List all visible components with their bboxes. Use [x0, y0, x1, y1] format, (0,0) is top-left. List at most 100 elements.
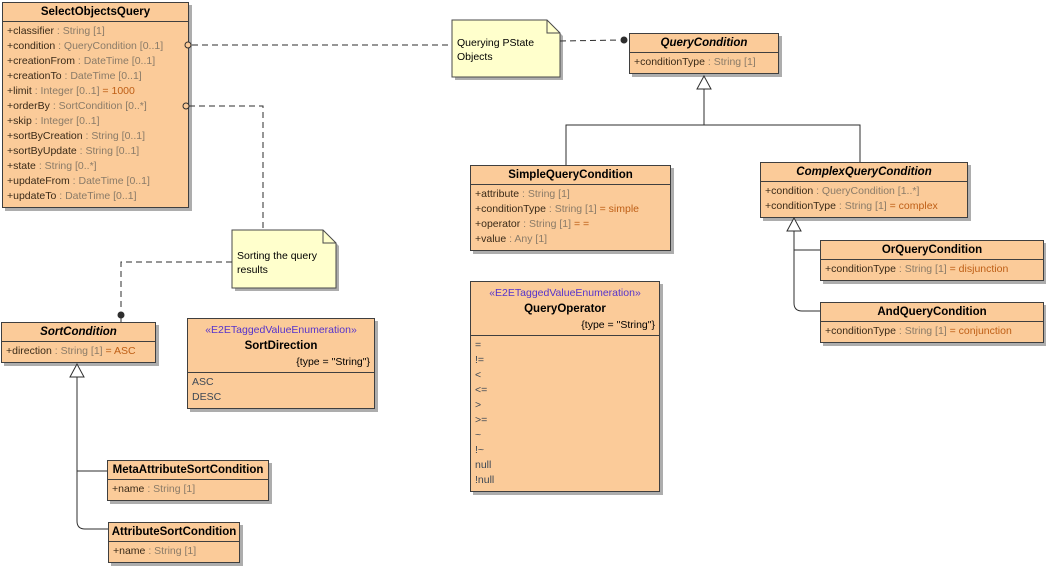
attr-name: +value: [475, 233, 507, 245]
attr-type: : DateTime [0..1]: [56, 190, 137, 202]
attr-type: : String [1]: [895, 325, 947, 337]
attr-name: +name: [112, 483, 145, 495]
generalization-querycondition-tree: [565, 74, 861, 165]
generalization-arrow: [69, 362, 85, 378]
attr-type: : SortCondition [0..*]: [49, 100, 147, 112]
attribute-row: +orderBy : SortCondition [0..*]: [3, 99, 188, 114]
attribute-compartment: +conditionType : String [1] = conjunctio…: [821, 322, 1043, 342]
class-complex-query-condition[interactable]: ComplexQueryCondition +condition : Query…: [760, 162, 968, 218]
enum-literal: !~: [475, 444, 485, 456]
class-attribute-sort-condition[interactable]: AttributeSortCondition +name : String [1…: [108, 522, 240, 563]
attribute-row: +sortByUpdate : String [0..1]: [3, 144, 188, 159]
attribute-row: +skip : Integer [0..1]: [3, 114, 188, 129]
attr-type: : String [1]: [145, 545, 197, 557]
class-title: OrQueryCondition: [821, 241, 1043, 260]
enum-literal: !=: [475, 354, 485, 366]
class-title: SortCondition: [2, 323, 155, 342]
attr-type: : DateTime [0..1]: [74, 55, 156, 67]
attribute-row: +limit : Integer [0..1] = 1000: [3, 84, 188, 99]
attr-name: +conditionType: [765, 200, 836, 212]
enumeration-query-operator[interactable]: «E2ETaggedValueEnumeration» QueryOperato…: [470, 281, 660, 492]
attr-default: = =: [571, 218, 590, 230]
enum-literal: <=: [475, 384, 488, 396]
generalization-complexquerycondition-tree: [786, 216, 820, 312]
attribute-row: +conditionType : String [1] = disjunctio…: [821, 262, 1043, 277]
attr-name: +conditionType: [825, 325, 896, 337]
class-meta-attribute-sort-condition[interactable]: MetaAttributeSortCondition +name : Strin…: [107, 460, 269, 501]
generalization-sortcondition-tree: [69, 362, 108, 530]
attr-default: = simple: [596, 203, 640, 215]
class-or-query-condition[interactable]: OrQueryCondition +conditionType : String…: [820, 240, 1044, 281]
attr-default: = complex: [886, 200, 938, 212]
attribute-row: +direction : String [1] = ASC: [2, 344, 155, 359]
attribute-row: +sortByCreation : String [0..1]: [3, 129, 188, 144]
enum-tag: {type = "String"}: [581, 319, 655, 331]
attr-type: : String [0..1]: [82, 130, 146, 142]
attr-type: : Integer [0..1]: [31, 85, 100, 97]
attr-name: +state: [7, 160, 36, 172]
class-select-objects-query[interactable]: SelectObjectsQuery +classifier : String …: [2, 2, 189, 208]
class-title: AndQueryCondition: [821, 303, 1043, 322]
class-query-condition[interactable]: QueryCondition +conditionType : String […: [629, 33, 779, 74]
attribute-row: +condition : QueryCondition [1..*]: [761, 184, 967, 199]
note-querying-pstate[interactable]: Querying PState Objects: [457, 37, 535, 63]
attr-name: +name: [113, 545, 146, 557]
attribute-compartment: +condition : QueryCondition [1..*] +cond…: [761, 182, 967, 217]
attr-type: : String [0..1]: [76, 145, 140, 157]
attr-type: : String [0..*]: [35, 160, 97, 172]
attr-type: : String [1]: [545, 203, 597, 215]
attribute-row: +conditionType : String [1] = simple: [471, 202, 670, 217]
attribute-row: +creationTo : DateTime [0..1]: [3, 69, 188, 84]
class-title: MetaAttributeSortCondition: [108, 461, 268, 480]
class-title: SimpleQueryCondition: [471, 166, 670, 185]
attribute-row: +creationFrom : DateTime [0..1]: [3, 54, 188, 69]
class-title: AttributeSortCondition: [109, 523, 239, 542]
attr-name: +sortByUpdate: [7, 145, 77, 157]
class-and-query-condition[interactable]: AndQueryCondition +conditionType : Strin…: [820, 302, 1044, 343]
attribute-compartment: +conditionType : String [1] = disjunctio…: [821, 260, 1043, 280]
attr-type: : DateTime [0..1]: [61, 70, 142, 82]
attr-name: +conditionType: [634, 56, 705, 68]
attr-name: +condition: [7, 40, 56, 52]
enumeration-sort-direction[interactable]: «E2ETaggedValueEnumeration» SortDirectio…: [187, 318, 375, 409]
generalization-arrow: [786, 216, 802, 232]
attr-default: = conjunction: [946, 325, 1012, 337]
attr-type: : String [1]: [144, 483, 196, 495]
link-end-ball: [117, 311, 125, 319]
attribute-row: +updateTo : DateTime [0..1]: [3, 189, 188, 204]
attribute-compartment: +name : String [1]: [108, 480, 268, 500]
attr-name: +conditionType: [475, 203, 546, 215]
attr-type: : String [1]: [520, 218, 572, 230]
class-title: SelectObjectsQuery: [3, 3, 188, 22]
attribute-row: +conditionType : String [1]: [630, 55, 778, 70]
attr-type: : String [1]: [519, 188, 570, 200]
attr-type: : String [1]: [704, 56, 756, 68]
note-sorting-results[interactable]: Sorting the query results: [237, 250, 317, 276]
enum-literal: !null: [475, 474, 495, 486]
enum-tag: {type = "String"}: [296, 356, 370, 368]
attr-type: : QueryCondition [0..1]: [55, 40, 164, 52]
attr-name: +orderBy: [7, 100, 50, 112]
attribute-compartment: +direction : String [1] = ASC: [2, 342, 155, 362]
class-title: QueryCondition: [630, 34, 778, 53]
attribute-row: +condition : QueryCondition [0..1]: [3, 39, 188, 54]
literal-compartment: ASC DESC: [188, 373, 374, 408]
enum-literal: =: [475, 339, 482, 351]
enum-literal: ~: [475, 429, 482, 441]
class-title: ComplexQueryCondition: [761, 163, 967, 182]
class-sort-condition[interactable]: SortCondition +direction : String [1] = …: [1, 322, 156, 363]
stereotype-label: «E2ETaggedValueEnumeration»: [489, 287, 641, 299]
attr-name: +updateTo: [7, 190, 57, 202]
attr-name: +updateFrom: [7, 175, 70, 187]
attribute-row: +name : String [1]: [108, 482, 268, 497]
attr-type: : String [1]: [53, 25, 105, 37]
attribute-compartment: +conditionType : String [1]: [630, 53, 778, 73]
attr-default: = ASC: [102, 345, 136, 357]
attr-name: +conditionType: [825, 263, 896, 275]
enum-literal: ASC: [192, 376, 214, 388]
enum-literal: >=: [475, 414, 488, 426]
enum-title: QueryOperator: [524, 303, 606, 315]
class-simple-query-condition[interactable]: SimpleQueryCondition +attribute : String…: [470, 165, 671, 251]
attr-name: +creationTo: [7, 70, 62, 82]
